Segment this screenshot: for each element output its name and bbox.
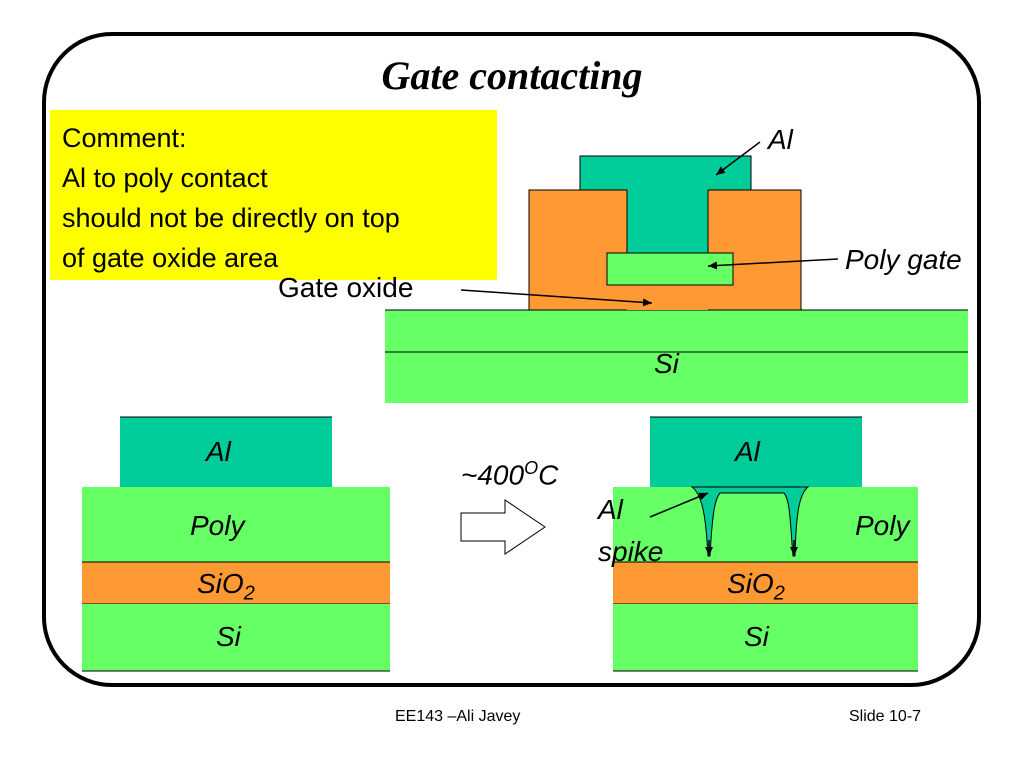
br-si-layer [613,604,918,671]
bl-al-label: Al [206,436,231,467]
br-sio2-sub: 2 [773,582,785,605]
temp-unit: C [538,459,559,491]
footer-slide-number: Slide 10-7 [849,708,922,725]
process-arrow [460,499,546,555]
bl-si-label: Si [216,621,241,652]
al-spike-label-line1: Al [598,494,623,525]
top-si-label: Si [654,348,679,379]
top-si-substrate [385,310,968,403]
comment-line-1: Comment: [62,123,187,153]
bl-sio2-layer [82,562,390,604]
process-temperature-label: ~400OC [461,458,558,491]
br-al-label: Al [735,436,760,467]
al-spike-leader-arrow [649,492,709,518]
comment-line-2: Al to poly contact [62,163,268,193]
temp-superscript: O [524,458,539,478]
br-al-layer [650,417,862,487]
br-si-label: Si [744,621,769,652]
bl-al-layer [120,417,332,487]
poly-gate-leader-arrow [707,258,839,270]
footer-author: EE143 –Ali Javey [395,708,521,725]
temp-value: ~400 [461,459,525,491]
bl-sio2-base: SiO [197,568,244,599]
gate-oxide-leader-arrow [460,289,653,307]
slide-title: Gate contacting [381,53,643,98]
al-leader-arrow [715,141,761,176]
bl-poly-label: Poly [190,510,245,541]
bl-poly-layer [82,487,390,562]
br-poly-layer [613,487,918,562]
bottom-left-stack [82,416,390,672]
br-sio2-base: SiO [727,568,774,599]
br-sio2-label: SiO2 [727,568,785,606]
comment-line-3: should not be directly on top [62,203,400,233]
al-spike-label-line2: spike [598,536,664,567]
bottom-right-stack [613,416,918,672]
top-poly-inner [606,252,734,286]
bl-sio2-sub: 2 [243,582,255,605]
comment-box: Comment: Al to poly contact should not b… [50,110,497,280]
top-cross-section [385,141,968,403]
comment-line-4: of gate oxide area [62,243,279,273]
br-sio2-layer [613,562,918,604]
br-poly-label: Poly [855,510,910,541]
poly-gate-label: Poly gate [845,244,962,275]
bl-si-layer [82,604,390,671]
bl-sio2-label: SiO2 [197,568,255,606]
gate-oxide-label: Gate oxide [278,272,414,303]
top-al-label: Al [768,124,793,155]
slide-frame [42,32,981,687]
